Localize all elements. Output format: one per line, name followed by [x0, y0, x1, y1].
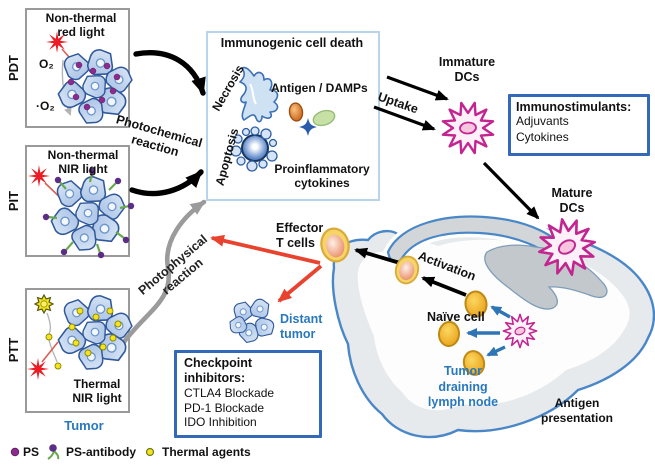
legend-thermal-agent-icon: [145, 447, 155, 457]
distant-tumor-line2: tumor: [280, 327, 316, 341]
checkpoint-item: CTLA4 Blockade: [184, 386, 275, 400]
tumor-cells-icon: [56, 290, 133, 374]
thermal-agent-source-icon: [34, 294, 54, 314]
distant-tumor-label: Distant tumor: [280, 312, 322, 342]
antigen-presentation-label: Antigen presentation: [541, 396, 613, 426]
uptake-arrow-1: [386, 75, 449, 101]
mature-line1: Mature: [551, 186, 593, 200]
effector-t-cell-1: [320, 227, 350, 263]
ptt-light-line1: Thermal: [73, 377, 121, 391]
activation-arrow-1: [421, 276, 467, 297]
oxygen-label: O₂: [39, 57, 54, 71]
pit-light-line2: NIR light: [58, 162, 108, 176]
thermal-agent-dots: [68, 307, 122, 357]
necrosis-icon: [239, 66, 279, 123]
proinflammatory-label: Proinflammatory cytokines: [274, 162, 369, 190]
tumor-label: Tumor: [64, 418, 104, 433]
pdt-light-label: Non-thermal red light: [46, 11, 117, 39]
immunostimulants-text: Immunostimulants: Adjuvants Cytokines: [516, 100, 631, 145]
effector-line1: Effector: [276, 221, 324, 235]
lymph-node-line3: lymph node: [427, 395, 499, 409]
mature-dcs-label: Mature DCs: [552, 186, 593, 216]
agent-tether-lines: [46, 312, 58, 363]
uptake-arrow-2: [373, 105, 436, 131]
pit-light-line1: Non-thermal: [47, 148, 119, 162]
checkpoint-title-line2: inhibitors:: [184, 371, 246, 385]
ptt-panel-art: [27, 290, 134, 380]
checkpoint-text: Checkpoint inhibitors: CTLA4 Blockade PD…: [184, 356, 274, 430]
checkpoint-item: PD-1 Blockade: [184, 400, 265, 415]
checkpoint-title-line1: Checkpoint: [184, 356, 253, 370]
legend-ps-antibody-icon: [47, 444, 60, 460]
legend-ps-antibody-label: PS-antibody: [66, 445, 137, 459]
ps-dots: [67, 61, 121, 111]
pit-to-icd-arrow: [129, 169, 204, 197]
legend-thermal-agents-label: Thermal agents: [162, 445, 251, 459]
legend-ps-label: PS: [23, 445, 40, 459]
pdt-to-icd-arrow: [133, 50, 206, 96]
proinflammatory-line2: cytokines: [294, 176, 350, 190]
legend-ps-icon: [10, 447, 20, 457]
effector-t-cell-2: [394, 255, 420, 285]
laser-beam: [41, 341, 59, 363]
antigen-presentation-arrows: [466, 305, 511, 357]
lymph-node-line2: draining: [438, 379, 488, 394]
immature-dcs-label: Immature DCs: [439, 55, 495, 85]
pdt-light-line1: Non-thermal: [45, 11, 117, 25]
apoptosis-icon: [230, 126, 278, 172]
antigen-oval-icon: [288, 102, 304, 122]
ptt-light-label: Thermal NIR light: [72, 377, 121, 405]
ps-antibody-conjugates: [47, 172, 130, 254]
icd-title: Immunogenic cell death: [220, 36, 364, 50]
lymph-node-line1: Tumor: [444, 364, 482, 378]
photophysical-arrow: [121, 199, 207, 345]
immunostimulants-title: Immunostimulants:: [516, 100, 632, 114]
antigen-presentation-line1: Antigen: [554, 396, 600, 410]
immunostimulants-item: Adjuvants: [516, 114, 569, 128]
immunostimulants-box: [508, 94, 650, 156]
red-laser-icon: [27, 358, 49, 380]
pdt-panel-art: [46, 31, 134, 128]
naive-cell-label: Naïve cell: [427, 310, 485, 324]
immunostimulants-item: Cytokines: [516, 129, 569, 144]
effector-t-cells-label: Effector T cells: [276, 221, 323, 251]
activation-arrow-2: [354, 247, 401, 265]
checkpoint-item: IDO Inhibition: [184, 415, 257, 429]
pit-panel-art: [28, 165, 135, 259]
ps-antibody-dots: [42, 167, 135, 259]
singlet-oxygen-label: ·O₂: [36, 99, 55, 113]
mature-line2: DCs: [559, 201, 585, 215]
immature-line2: DCs: [454, 70, 480, 84]
immature-dc-icon: [434, 94, 502, 162]
pit-side-label: PIT: [6, 190, 21, 212]
immature-line1: Immature: [438, 55, 496, 69]
antigen-damps-label: Antigen / DAMPs: [271, 81, 368, 95]
effector-line2: T cells: [276, 236, 315, 250]
effector-to-distant-tumor-arrow: [277, 264, 323, 303]
checkpoint-inhibitors-box: [174, 350, 322, 438]
damp-oval-icon: [312, 109, 336, 127]
pdt-side-label: PDT: [6, 55, 21, 81]
naive-t-cells: [437, 290, 488, 376]
pdt-light-line2: red light: [57, 25, 105, 39]
distant-tumor-cells-icon: [225, 296, 279, 346]
proinflammatory-line1: Proinflammatory: [274, 162, 370, 176]
ptt-light-line2: NIR light: [72, 391, 122, 405]
distant-tumor-line1: Distant: [280, 312, 323, 326]
pit-light-label: Non-thermal NIR light: [48, 148, 119, 176]
antigen-damps-icons: [288, 102, 336, 136]
ptt-side-label: PTT: [6, 337, 21, 363]
antigen-presentation-line2: presentation: [540, 411, 614, 425]
maturation-arrow: [482, 161, 540, 220]
lymph-node-label: Tumor draining lymph node: [428, 364, 498, 411]
effector-to-primary-tumor-arrow: [210, 234, 321, 265]
damp-star-icon: [299, 118, 317, 136]
